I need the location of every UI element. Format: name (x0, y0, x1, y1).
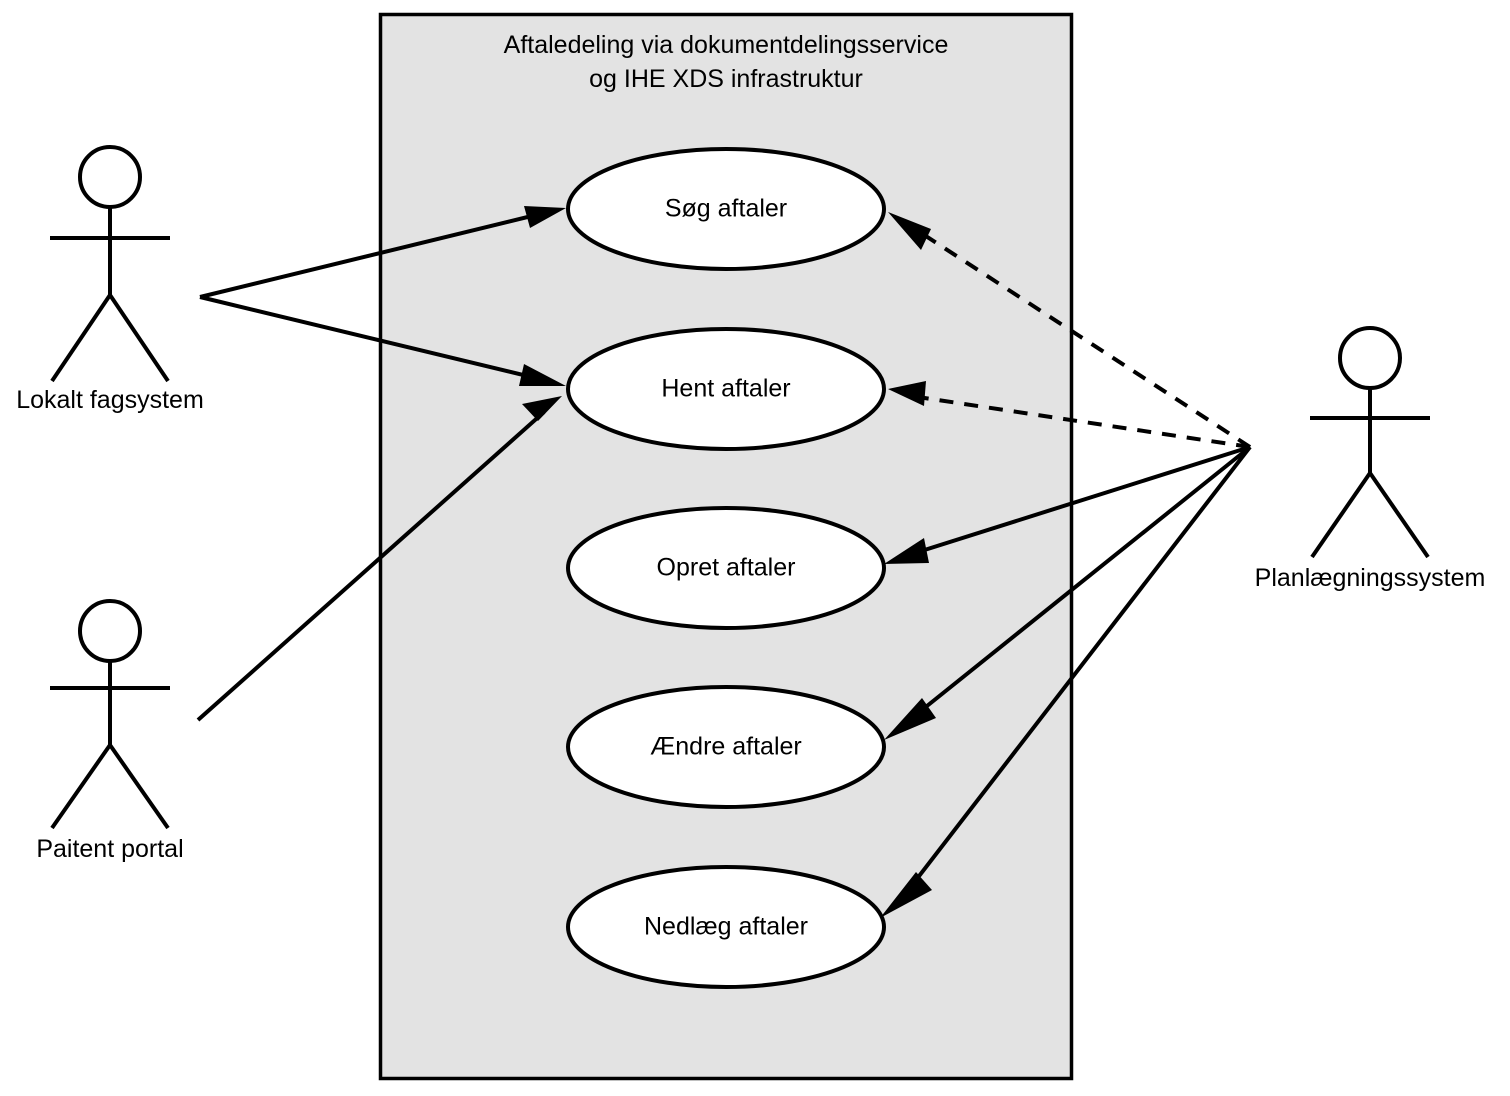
use-case-ellipse[interactable] (566, 865, 886, 989)
association-planlaegningssystem-opret-aftaler (884, 445, 1251, 564)
system-boundary-title-line1: Aftaledeling via dokumentdelingsservice (504, 31, 949, 59)
association-planlaegningssystem-hent-aftaler (888, 381, 1251, 449)
use-case-ellipse[interactable] (566, 327, 886, 451)
use-case-soeg-aftaler[interactable]: Søg aftaler (566, 147, 886, 271)
association-line (917, 395, 1251, 449)
association-line (199, 210, 549, 299)
association-line (910, 445, 1252, 720)
use-case-nedlaeg-aftaler[interactable]: Nedlæg aftaler (566, 865, 886, 989)
use-case-ellipse[interactable] (566, 147, 886, 271)
stick-figure-icon (50, 145, 170, 383)
use-case-label: Opret aftaler (657, 554, 796, 582)
association-line (199, 295, 549, 383)
system-boundary-title-line2: og IHE XDS infrastruktur (589, 65, 863, 93)
association-planlaegningssystem-nedlaeg-aftaler (880, 445, 1252, 918)
association-lokalt-fagsystem-soeg-aftaler (199, 206, 566, 299)
actor-label: Planlægningssystem (1255, 564, 1486, 592)
association-planlaegningssystem-aendre-aftaler (884, 445, 1252, 740)
actor-left-leg-icon (50, 743, 112, 830)
arrowhead-icon (888, 381, 926, 406)
arrowhead-icon (524, 206, 566, 228)
association-planlaegningssystem-soeg-aftaler (888, 212, 1252, 449)
use-case-aendre-aftaler[interactable]: Ændre aftaler (566, 685, 886, 809)
use-case-label: Søg aftaler (665, 195, 787, 223)
use-case-ellipse[interactable] (566, 506, 886, 630)
actor-right-leg-icon (108, 743, 170, 830)
stick-figure-icon (50, 599, 170, 830)
use-case-opret-aftaler[interactable]: Opret aftaler (566, 506, 886, 630)
actor-planlaegningssystem[interactable]: Planlægningssystem (1255, 326, 1486, 592)
association-lokalt-fagsystem-hent-aftaler (199, 295, 566, 386)
actor-head-icon (78, 599, 142, 663)
actor-right-leg-icon (1368, 471, 1430, 559)
actor-head-icon (1338, 326, 1402, 390)
use-case-ellipse[interactable] (566, 685, 886, 809)
use-case-hent-aftaler[interactable]: Hent aftaler (566, 327, 886, 451)
actor-paitent-portal[interactable]: Paitent portal (36, 599, 184, 863)
arrowhead-icon (884, 698, 936, 740)
use-case-label: Nedlæg aftaler (644, 913, 808, 941)
actor-label: Lokalt fagsystem (16, 386, 204, 414)
stick-figure-icon (1310, 326, 1430, 559)
association-line (913, 227, 1252, 449)
arrowhead-icon (888, 212, 931, 250)
actor-lokalt-fagsystem[interactable]: Lokalt fagsystem (16, 145, 204, 414)
association-line (904, 445, 1252, 895)
arrowhead-icon (522, 396, 562, 421)
use-case-label: Hent aftaler (661, 375, 790, 403)
association-line (196, 410, 546, 722)
association-line (914, 445, 1251, 555)
actor-label: Paitent portal (36, 835, 183, 863)
arrowhead-icon (880, 872, 932, 918)
actor-right-leg-icon (108, 293, 170, 383)
actor-head-icon (78, 145, 142, 209)
actor-left-leg-icon (50, 293, 112, 383)
arrowhead-icon (884, 538, 929, 564)
actor-left-leg-icon (1310, 471, 1372, 559)
arrowhead-icon (519, 364, 566, 386)
association-paitent-portal-hent-aftaler (196, 396, 562, 722)
use-case-label: Ændre aftaler (650, 733, 801, 761)
